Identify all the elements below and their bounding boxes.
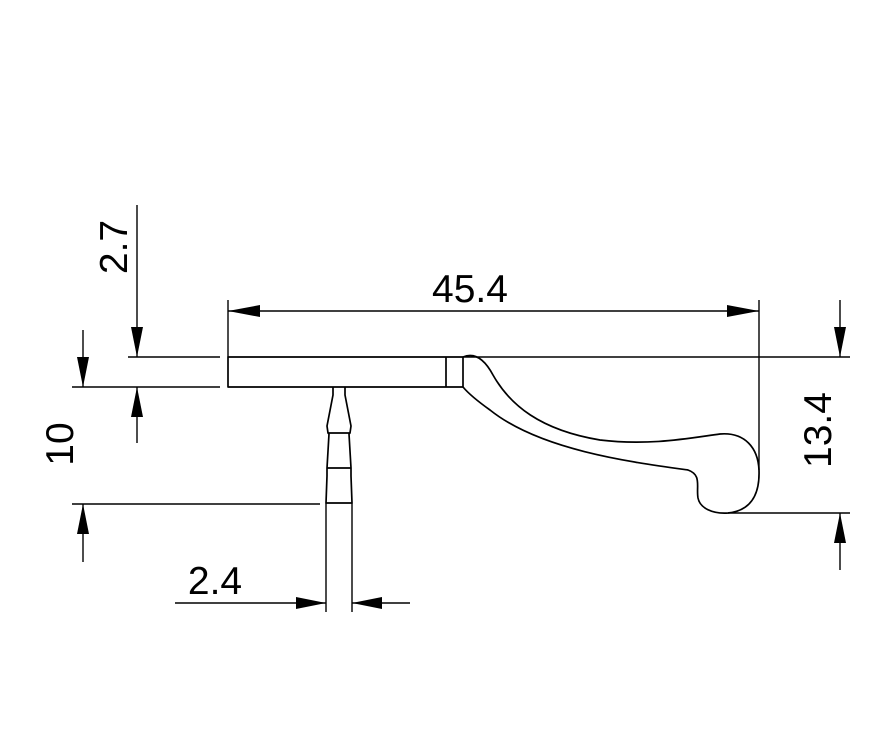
flange-bar — [227, 356, 464, 388]
dimension-overall-height: 13.4 — [463, 300, 850, 570]
dimension-flange-thickness: 2.7 — [72, 205, 220, 443]
dimension-stem-width: 2.4 — [175, 503, 410, 612]
dimension-label-stem-depth: 10 — [39, 422, 82, 465]
dimension-label-overall-width: 45.4 — [432, 268, 508, 311]
arrowhead-down — [131, 327, 143, 357]
arrowhead-down — [834, 327, 846, 357]
arrowhead-up — [834, 513, 846, 543]
arrowhead-left — [352, 597, 382, 609]
profile-outline — [227, 354, 760, 514]
arrowhead-up — [131, 387, 143, 417]
arrowhead-down — [77, 357, 89, 387]
arrowhead-up — [77, 504, 89, 534]
curved-lip — [462, 354, 760, 514]
stem-fastener — [325, 387, 353, 504]
dimension-overall-width: 45.4 — [227, 268, 760, 470]
dimension-stem-depth: 10 — [39, 330, 320, 562]
arrowhead-right — [727, 305, 759, 317]
arrowhead-right — [296, 597, 326, 609]
dimension-label-stem-width: 2.4 — [188, 560, 242, 603]
dimension-label-flange-thickness: 2.7 — [93, 220, 136, 274]
dimension-label-overall-height: 13.4 — [797, 392, 840, 468]
arrowhead-left — [228, 305, 260, 317]
